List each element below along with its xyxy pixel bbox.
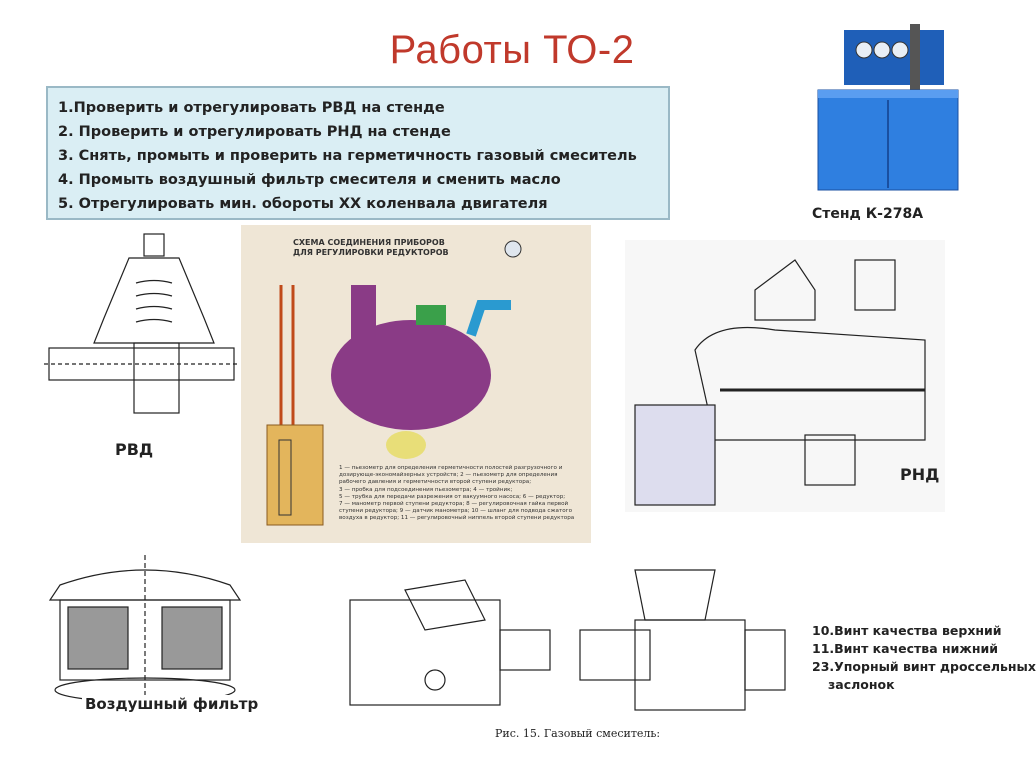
- gauge-icon: [873, 41, 891, 59]
- rnd-label: РНД: [900, 465, 940, 484]
- rvd-valve: [133, 342, 180, 414]
- scheme-nipple: [386, 431, 426, 459]
- mixer-right-body: [634, 619, 746, 711]
- scheme-legend: 1 — пьезометр для определения герметично…: [339, 465, 585, 523]
- scheme-tube: [279, 285, 295, 425]
- mixer-note: 11.Винт качества нижний: [812, 641, 998, 656]
- air-filter-element-right: [161, 606, 223, 670]
- scheme-legend-line: 7 — манометр первой ступени редуктора; 8…: [339, 501, 569, 508]
- rvd-label: РВД: [115, 440, 154, 459]
- mixer-right-inlet: [579, 629, 651, 681]
- mixer-linkage: [404, 579, 486, 631]
- rnd-top: [754, 259, 816, 321]
- stand-pipe: [910, 24, 920, 94]
- page-title: Работы ТО-2: [389, 28, 635, 72]
- air-filter-drawing: [48, 555, 242, 703]
- scheme-legend-line: 5 — трубка для передачи разрежения от ва…: [339, 493, 566, 500]
- scheme-legend-line: 1 — пьезометр для определения герметично…: [339, 465, 563, 471]
- scheme-legend-line: 3 — пробка для подсоединения пьезометра;…: [339, 486, 513, 493]
- air-filter-element-left: [67, 606, 129, 670]
- rnd-body: [694, 327, 926, 441]
- mixer-note: заслонок: [828, 677, 895, 692]
- scheme-gauge-icon: [504, 240, 522, 258]
- rvd-drawing: [44, 233, 240, 414]
- mixer-note: 23.Упорный винт дроссельных: [812, 659, 1036, 674]
- scheme-legend-line: воздуха в редуктор; 11 — регулировочный …: [339, 515, 575, 522]
- air-filter-lid: [48, 569, 242, 601]
- stand-panel: [844, 30, 944, 85]
- task-item: 1.Проверить и отрегулировать РВД на стен…: [58, 100, 445, 116]
- mixer-left-body: [349, 599, 501, 706]
- scheme-hose: [466, 300, 511, 337]
- task-item: 5. Отрегулировать мин. обороты ХХ коленв…: [58, 196, 548, 212]
- gauge-icon: [891, 41, 909, 59]
- mixer-notes: 10.Винт качества верхний 11.Винт качеств…: [812, 622, 1036, 694]
- stand-top: [818, 90, 958, 98]
- scheme-piezometer: [266, 424, 324, 526]
- scheme-reducer-top: [351, 285, 376, 345]
- air-filter-label: Воздушный фильтр: [82, 695, 262, 713]
- stand-label: Стенд К-278А: [812, 206, 924, 222]
- task-item: 4. Промыть воздушный фильтр смесителя и …: [58, 172, 561, 188]
- scheme-reducer: [331, 320, 491, 430]
- scheme-legend-line: ступени редуктора; 9 — датчик манометра;…: [339, 508, 573, 515]
- gauge-icon: [855, 41, 873, 59]
- mixer-right-fittings: [744, 629, 786, 691]
- scheme-tube-glass: [278, 439, 292, 516]
- scheme-heading: ДЛЯ РЕГУЛИРОВКИ РЕДУКТОРОВ: [293, 248, 449, 257]
- gas-mixer-drawing: [349, 569, 786, 711]
- rvd-body: [93, 257, 215, 344]
- mixer-left-pipe: [499, 629, 551, 671]
- scheme-legend-line: дозирующе-экономайзерных устройств; 2 — …: [339, 472, 558, 479]
- figure-caption: Рис. 15. Газовый смеситель:: [495, 727, 661, 740]
- rvd-cap: [143, 233, 165, 257]
- rnd-filter: [634, 404, 716, 506]
- scheme-legend-line: рабочего давления и герметичности второй…: [339, 479, 532, 486]
- rvd-spring: [135, 279, 173, 323]
- task-list: 1.Проверить и отрегулировать РВД на стен…: [46, 86, 670, 220]
- scheme-heading: СХЕМА СОЕДИНЕНИЯ ПРИБОРОВ: [293, 238, 445, 247]
- rnd-bottom-valve: [804, 434, 856, 486]
- task-item: 3. Снять, промыть и проверить на гермети…: [58, 148, 637, 164]
- stand-image: [817, 24, 959, 191]
- rnd-valve: [854, 259, 896, 311]
- mixer-throttle-axle: [424, 669, 446, 691]
- scheme-nut: [416, 305, 446, 325]
- scheme-drawing: СХЕМА СОЕДИНЕНИЯ ПРИБОРОВ ДЛЯ РЕГУЛИРОВК…: [266, 238, 522, 526]
- mixer-note: 10.Винт качества верхний: [812, 623, 1002, 638]
- task-item: 2. Проверить и отрегулировать РНД на сте…: [58, 124, 451, 140]
- mixer-top-funnel: [634, 569, 716, 621]
- scheme-panel: СХЕМА СОЕДИНЕНИЯ ПРИБОРОВ ДЛЯ РЕГУЛИРОВК…: [241, 225, 591, 543]
- rnd-drawing: [625, 240, 945, 512]
